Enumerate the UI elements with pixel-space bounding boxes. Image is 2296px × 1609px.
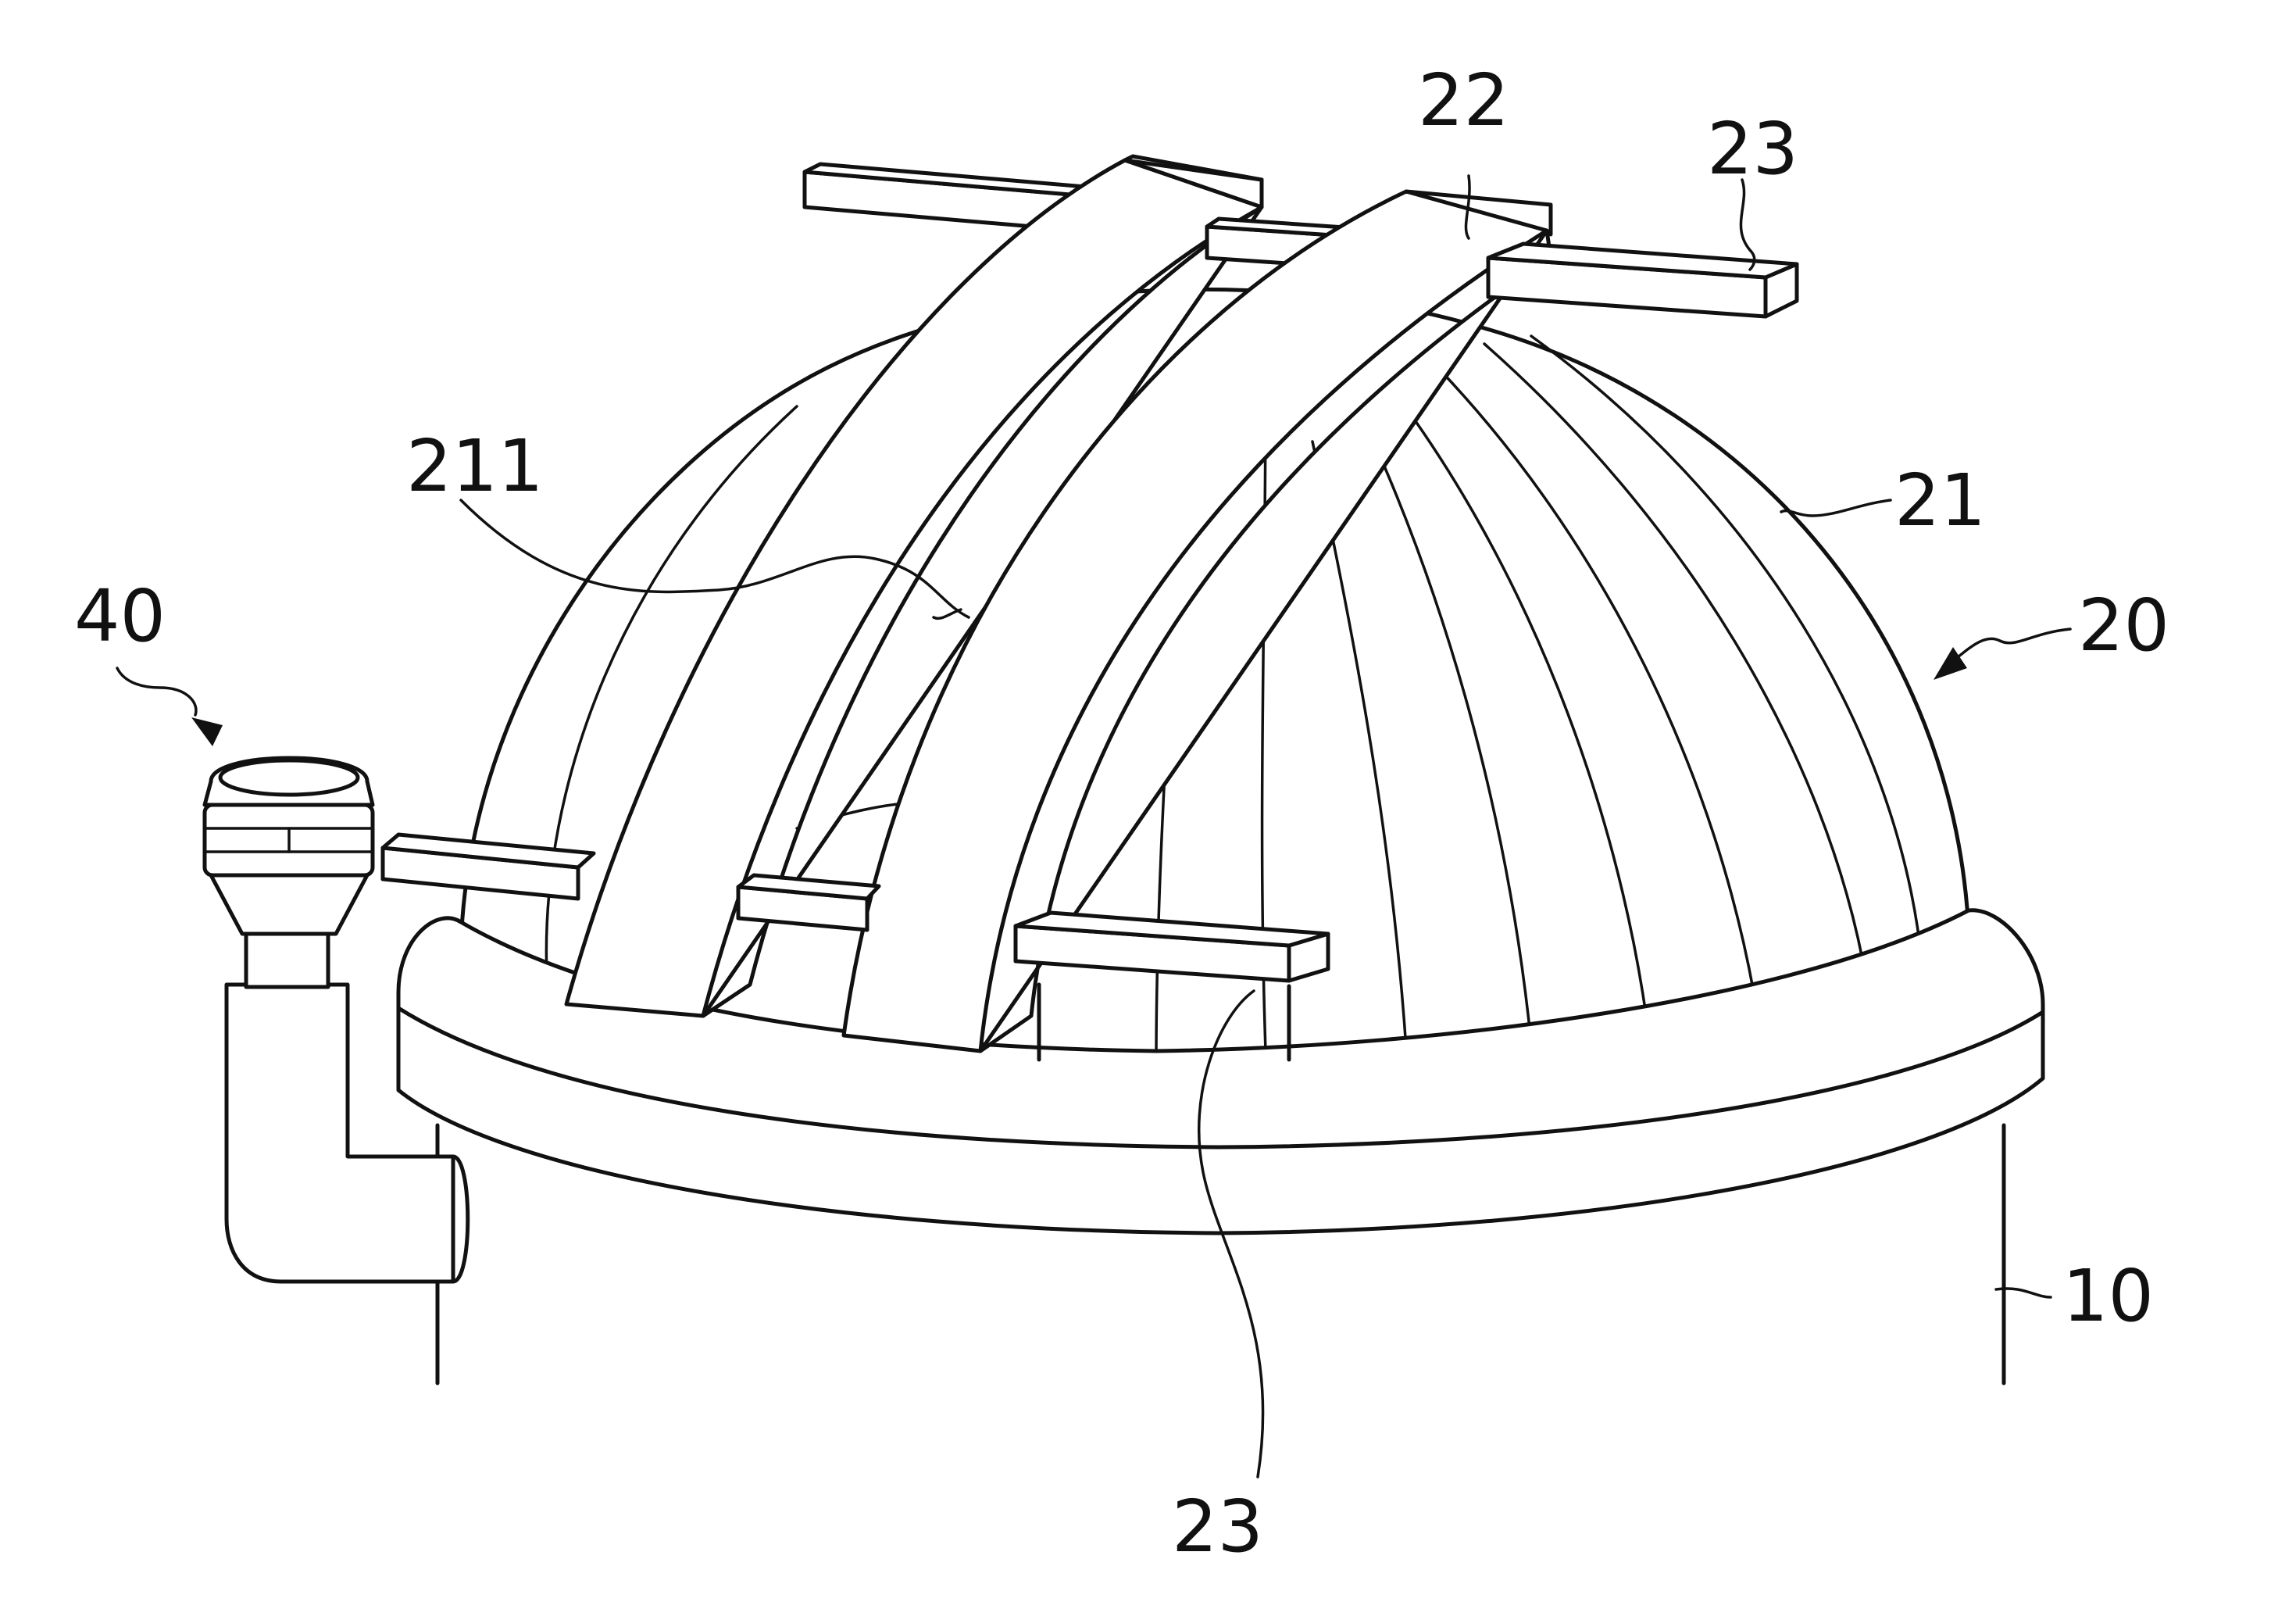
frame-arch-right bbox=[841, 189, 1553, 1053]
label-23-bottom: 23 bbox=[1172, 1485, 1263, 1568]
arrow-head-20 bbox=[1934, 647, 1967, 680]
cross-bar-top-right bbox=[1486, 241, 1799, 319]
cross-bar-front-right bbox=[1013, 910, 1330, 983]
leader-lines bbox=[116, 174, 2072, 1478]
label-10: 10 bbox=[2062, 1254, 2154, 1338]
label-211: 211 bbox=[406, 424, 544, 508]
label-20: 20 bbox=[2078, 584, 2169, 667]
cross-bar-front-left bbox=[380, 832, 596, 901]
label-23-top: 23 bbox=[1707, 107, 1798, 191]
label-21: 21 bbox=[1894, 459, 1986, 542]
arrow-head-40 bbox=[191, 717, 223, 746]
cross-bar-front-middle bbox=[736, 873, 881, 932]
label-40: 40 bbox=[74, 574, 166, 658]
label-22: 22 bbox=[1418, 59, 1509, 142]
fitting-valve bbox=[202, 756, 470, 1284]
